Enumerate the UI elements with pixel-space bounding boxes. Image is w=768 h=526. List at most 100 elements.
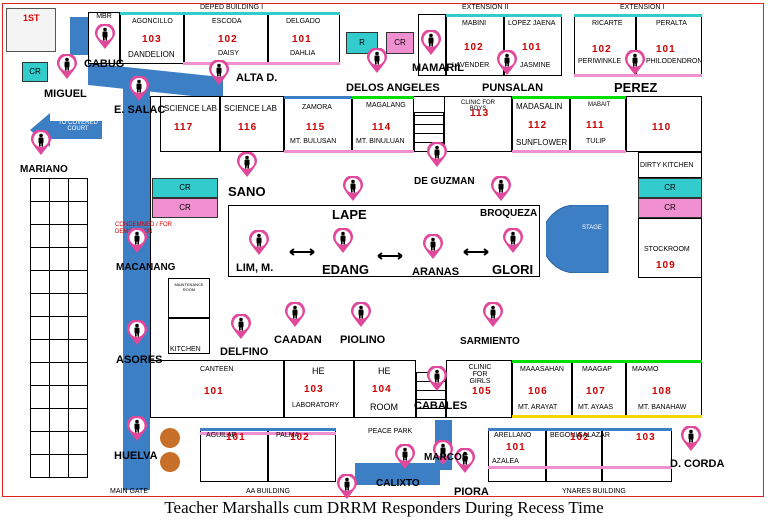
marshal-broqueza: BROQUEZA (480, 208, 538, 219)
r116-num: 116 (238, 122, 258, 133)
room-stockroom (638, 218, 702, 278)
map-frame (2, 3, 764, 497)
person-pin-icon (94, 23, 116, 50)
r103-num: 103 (142, 34, 162, 45)
r101b-num: 101 (522, 42, 542, 53)
r103he-bottom: LABORATORY (292, 402, 340, 409)
r101b-bottom: JASMINE (520, 62, 551, 69)
person-pin-icon (332, 227, 354, 254)
bar-top-pink-1 (183, 62, 340, 65)
marshal-mamaril: MAMARIL (412, 62, 464, 74)
marshal-perez: PEREZ (614, 80, 658, 95)
bar-yn-pink (488, 466, 672, 469)
r102a-num: 102 (218, 34, 238, 45)
person-pin-icon (350, 301, 372, 328)
inner-court (228, 205, 540, 277)
r101b-top: LOPEZ JAENA (508, 20, 556, 27)
marshal-aranas: ARANAS (412, 266, 460, 278)
deped-building-label: DEPED BUILDING I (200, 4, 264, 11)
r107-bottom: MT. AYAAS (578, 404, 614, 411)
person-pin-icon (482, 301, 504, 328)
r114-num: 114 (372, 122, 392, 133)
r107-top: MAAGAP (582, 366, 612, 373)
room-clinic-boys (444, 96, 512, 152)
marshal-miguel: MIGUEL (44, 88, 87, 100)
person-pin-icon (336, 473, 358, 500)
cr-left-inner-1: CR (152, 178, 218, 198)
r110-num: 110 (652, 122, 672, 133)
r111-top: MABAIT (588, 102, 611, 108)
r104he-num: 104 (372, 384, 392, 395)
r102b-num: 102 (464, 42, 484, 53)
room-canteen (150, 360, 284, 418)
cr-left-inner-2: CR (152, 198, 218, 218)
floor-label: 1ST (23, 13, 40, 23)
r114-top: MAGALANG (366, 102, 406, 109)
cr-delos-r: R (346, 32, 378, 54)
person-pin-icon (432, 439, 454, 466)
room-dirty-kitchen (638, 152, 702, 178)
bar-row2-yellow (512, 415, 702, 418)
double-arrow-icon (377, 252, 403, 260)
marshal-lape: LAPE (332, 207, 367, 222)
cr-delos: CR (386, 32, 414, 54)
room-aguilar (200, 428, 268, 482)
r102c-top: RICARTE (592, 20, 623, 27)
room-palma (268, 428, 336, 482)
person-pin-icon (624, 49, 646, 76)
person-pin-icon (248, 229, 270, 256)
person-pin-icon (454, 447, 476, 474)
room-116 (220, 96, 284, 152)
r116-top: SCIENCE LAB (224, 104, 277, 113)
r115-num: 115 (306, 122, 326, 133)
person-pin-icon (30, 129, 52, 156)
person-pin-icon (394, 443, 416, 470)
r103-bottom: DANDELION (128, 50, 175, 59)
dirty-kitchen-label: DIRTY KITCHEN (640, 162, 694, 169)
r102a-bottom: DAISY (218, 50, 240, 57)
aa-building-label: AA BUILDING (246, 488, 290, 495)
ext1-label: EXTENSION I (620, 4, 665, 11)
r108-bottom: MT. BANAHAW (638, 404, 687, 411)
r102b-top: MABINI (462, 20, 487, 27)
bar-ext2-blue (446, 14, 562, 17)
marshal-mariano: MARIANO (20, 164, 68, 175)
bar-ext1-pink (574, 74, 702, 77)
stage-label: STAGE (582, 225, 602, 231)
r117-num: 117 (174, 122, 194, 133)
r115-top: ZAMORA (302, 104, 332, 111)
clinic-girls-label: CLINIC FOR GIRLS (468, 364, 492, 385)
r111-num: 111 (586, 120, 605, 131)
person-pin-icon (128, 75, 150, 102)
double-arrow-icon (463, 248, 489, 256)
r101c-top: PERALTA (656, 20, 687, 27)
person-pin-icon (236, 151, 258, 178)
room-110 (626, 96, 702, 152)
bar-row2-green (512, 360, 702, 363)
peace-park-label: PEACE PARK (368, 428, 413, 435)
marshal-de-guzman: DE GUZMAN (414, 176, 475, 187)
room-117 (160, 96, 220, 152)
r112-bottom: SUNFLOWER (516, 138, 568, 147)
orange-dot-1 (160, 428, 180, 448)
bar-yn-blue (488, 428, 672, 431)
palma-top: PALMA (276, 432, 300, 439)
r107-num: 107 (586, 386, 606, 397)
ext2-label: EXTENSION II (462, 4, 509, 11)
bar-row1-pink (284, 150, 414, 153)
room-103-agoncillo (120, 12, 184, 64)
r101a-top: DELGADO (286, 18, 321, 25)
palma-num: 102 (290, 432, 310, 443)
person-pin-icon (502, 227, 524, 254)
double-arrow-icon (289, 248, 315, 256)
r103he-top: HE (312, 366, 325, 376)
marshal-asores: ASORES (116, 354, 163, 366)
marshal-d-corda: D. CORDA (670, 458, 725, 470)
kitchen-label: KITCHEN (170, 346, 201, 353)
r103he-num: 103 (304, 384, 324, 395)
r112-top: MADASALIN (516, 102, 563, 111)
person-pin-icon (496, 49, 518, 76)
person-pin-icon (420, 29, 442, 56)
marshal-sano: SANO (228, 184, 266, 199)
person-pin-icon (230, 313, 252, 340)
